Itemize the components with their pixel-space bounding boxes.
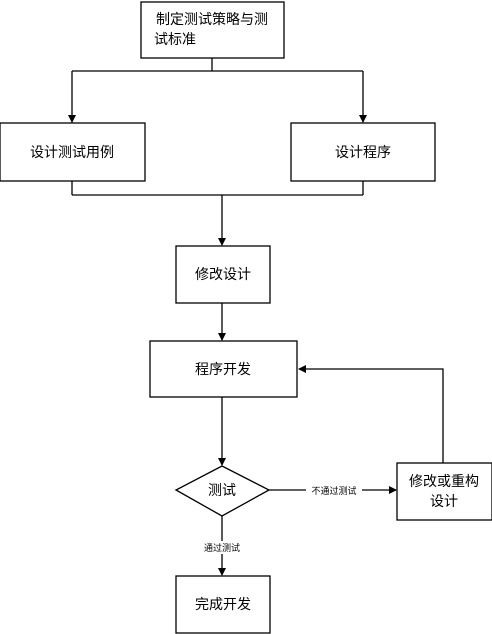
define-strategy-line1: 制定测试策略与测 <box>156 11 268 28</box>
test-label: 测试 <box>208 483 236 499</box>
modify-design-box <box>175 245 271 304</box>
fail-label-bg <box>306 484 362 497</box>
complete-development-label: 完成开发 <box>195 597 251 613</box>
node-test: 测试 <box>174 465 271 517</box>
pass-label-bg <box>198 541 246 554</box>
edge-label-pass: 通过测试 <box>204 542 240 554</box>
program-development-box <box>149 340 298 398</box>
node-complete-development: 完成开发 <box>175 575 271 634</box>
modify-or-refactor-box <box>396 462 492 521</box>
test-diamond <box>174 465 271 517</box>
modify-design-label: 修改设计 <box>195 267 251 283</box>
define-strategy-box <box>140 1 285 59</box>
node-modify-or-refactor: 修改或重构 设计 <box>396 462 492 521</box>
program-development-label: 程序开发 <box>195 362 251 378</box>
arrow-loop-back-to-program-development <box>298 365 444 463</box>
edge-label-fail: 不通过测试 <box>311 485 356 497</box>
complete-development-box <box>175 575 271 634</box>
node-design-test-cases: 设计测试用例 <box>0 122 146 182</box>
node-modify-design: 修改设计 <box>175 245 271 304</box>
modify-or-refactor-line2: 设计 <box>430 494 458 510</box>
design-test-cases-label: 设计测试用例 <box>30 145 114 161</box>
define-strategy-line2: 试标准 <box>154 32 196 48</box>
design-program-label: 设计程序 <box>335 145 391 161</box>
design-program-box <box>290 122 436 182</box>
design-test-cases-box <box>0 122 146 182</box>
node-design-program: 设计程序 <box>290 122 436 182</box>
node-define-strategy: 制定测试策略与测 试标准 <box>140 1 285 59</box>
node-program-development: 程序开发 <box>149 340 298 398</box>
modify-or-refactor-line1: 修改或重构 <box>409 474 479 490</box>
